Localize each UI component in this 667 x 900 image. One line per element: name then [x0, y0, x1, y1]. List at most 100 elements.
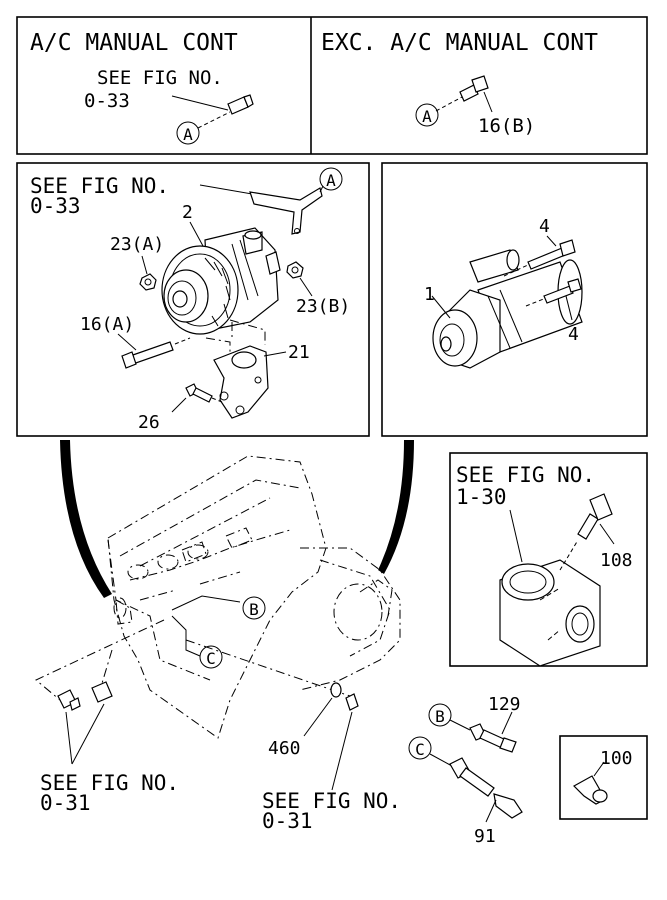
exc-part-16b: 16(B)	[478, 115, 535, 137]
ac-title: A/C MANUAL CONT	[30, 30, 238, 56]
starter-part-4-upper: 4	[539, 216, 550, 237]
starter-panel-frame	[381, 162, 648, 437]
sensor-b-leader	[449, 719, 471, 731]
engine-right-see-fig: SEE FIG NO.	[262, 789, 401, 813]
cleaner-fig-number: 1-30	[456, 485, 507, 509]
cleaner-leader	[509, 509, 523, 563]
alt-part-23b: 23(B)	[296, 296, 350, 317]
bolt-16a-icon	[121, 337, 191, 369]
sensor-fitting-icon	[91, 681, 113, 703]
top-panel: A/C MANUAL CONT SEE FIG NO. 0-33 A EXC. …	[16, 16, 648, 155]
engine-leader-c	[171, 615, 201, 657]
ac-marker-circle	[176, 121, 200, 145]
bracket-panel-frame	[559, 735, 648, 820]
engine-left-fittings: SEE FIG NO. 0-31	[35, 619, 179, 815]
nut-23a-hole	[144, 278, 152, 286]
stud-4-lower-icon	[525, 278, 582, 307]
starter-leader-1	[431, 295, 451, 319]
nut-23a-icon	[139, 273, 157, 291]
starter-part-1: 1	[424, 284, 435, 305]
nut-23b-hole	[291, 266, 299, 274]
cleaner-leader-108	[599, 523, 615, 545]
alt-part-26: 26	[138, 412, 160, 433]
sensor-leader-91	[485, 799, 497, 823]
ac-marker: A	[183, 125, 193, 144]
alt-leader-21	[263, 351, 287, 357]
right-see-leader	[331, 711, 353, 791]
ac-bolt-icon	[197, 94, 254, 129]
exc-marker-circle	[415, 103, 439, 127]
plug-right-icon	[345, 693, 359, 711]
sensor-129-icon	[469, 723, 517, 753]
mount-bracket-21-icon	[205, 319, 269, 419]
bracket-part-100: 100	[600, 748, 633, 769]
sensor-marker-c: C	[415, 740, 425, 759]
exc-bolt-icon	[435, 75, 489, 112]
sensor-marker-c-circle	[408, 736, 432, 760]
left-curved-pointer	[60, 440, 112, 598]
sensor-marker-b: B	[435, 707, 445, 726]
alt-part-16a: 16(A)	[80, 314, 134, 335]
alt-part-21: 21	[288, 342, 310, 363]
left-see-leader-2	[71, 703, 105, 765]
alt-leader-23a	[141, 255, 148, 275]
alt-top-bracket	[249, 187, 323, 235]
ac-see-fig: SEE FIG NO.	[97, 67, 223, 89]
starter-leader-4-upper	[546, 235, 557, 247]
exc-leader	[483, 91, 493, 113]
right-curved-pointer	[378, 440, 414, 574]
alt-marker-circle	[319, 167, 343, 191]
alternator-icon	[161, 227, 281, 335]
sensor-marker-b-circle	[428, 703, 452, 727]
alt-see-fig: SEE FIG NO.	[30, 174, 169, 198]
sensor-108-icon	[559, 493, 613, 571]
starter-part-4-lower: 4	[568, 324, 579, 345]
alt-part-23a: 23(A)	[110, 234, 164, 255]
exc-marker: A	[422, 107, 432, 126]
engine-leader-b	[171, 595, 241, 611]
engine-markers: B C	[171, 595, 266, 669]
alt-marker: A	[326, 171, 336, 190]
alt-leader-26	[171, 397, 187, 413]
engine-right-fig-number: 0-31	[262, 809, 313, 833]
alt-leader-2	[189, 221, 204, 247]
starter-panel: 1 4 4	[381, 162, 648, 437]
engine-block-icon	[107, 455, 401, 739]
cleaner-part-108: 108	[600, 550, 633, 571]
engine-marker-c: C	[206, 649, 216, 668]
cleaner-see-fig: SEE FIG NO.	[456, 463, 595, 487]
engine-left-see-fig: SEE FIG NO.	[40, 771, 179, 795]
alternator-panel-frame	[16, 162, 370, 437]
ac-leader	[171, 95, 229, 111]
air-cleaner-panel: SEE FIG NO. 1-30 108	[449, 452, 648, 667]
engine-part-460: 460	[268, 738, 301, 759]
engine-left-fig-number: 0-31	[40, 791, 91, 815]
air-cleaner-icon	[499, 559, 601, 667]
sensor-part-129: 129	[488, 694, 521, 715]
stud-4-upper-icon	[503, 239, 576, 277]
sensor-leader-129	[501, 711, 513, 735]
nut-23b-icon	[286, 261, 304, 279]
air-cleaner-panel-frame	[449, 452, 648, 667]
sensors-group: B 129 C 91	[408, 694, 523, 847]
engine-right-fittings: 460 SEE FIG NO. 0-31	[185, 639, 401, 833]
sensor-91-icon	[449, 757, 523, 819]
alt-leader-16a	[117, 333, 137, 351]
alt-bracket-hole	[294, 228, 300, 234]
sensor-part-91: 91	[474, 826, 496, 847]
engine-marker-b: B	[249, 600, 259, 619]
engine-marker-b-circle	[242, 596, 266, 620]
washer-460-icon	[330, 682, 342, 698]
engine-marker-c-circle	[199, 645, 223, 669]
alt-marker-leader	[319, 185, 324, 193]
bracket-leader-100	[593, 761, 605, 777]
starter-leader-4-lower	[565, 295, 573, 321]
engine-leader-460	[303, 697, 333, 737]
alt-fig-number: 0-33	[30, 194, 81, 218]
alt-see-leader	[199, 184, 259, 196]
exc-title: EXC. A/C MANUAL CONT	[321, 30, 598, 56]
top-panel-frame	[16, 16, 648, 155]
plug-fitting-tip	[69, 697, 81, 711]
alt-leader-23b	[299, 277, 313, 297]
